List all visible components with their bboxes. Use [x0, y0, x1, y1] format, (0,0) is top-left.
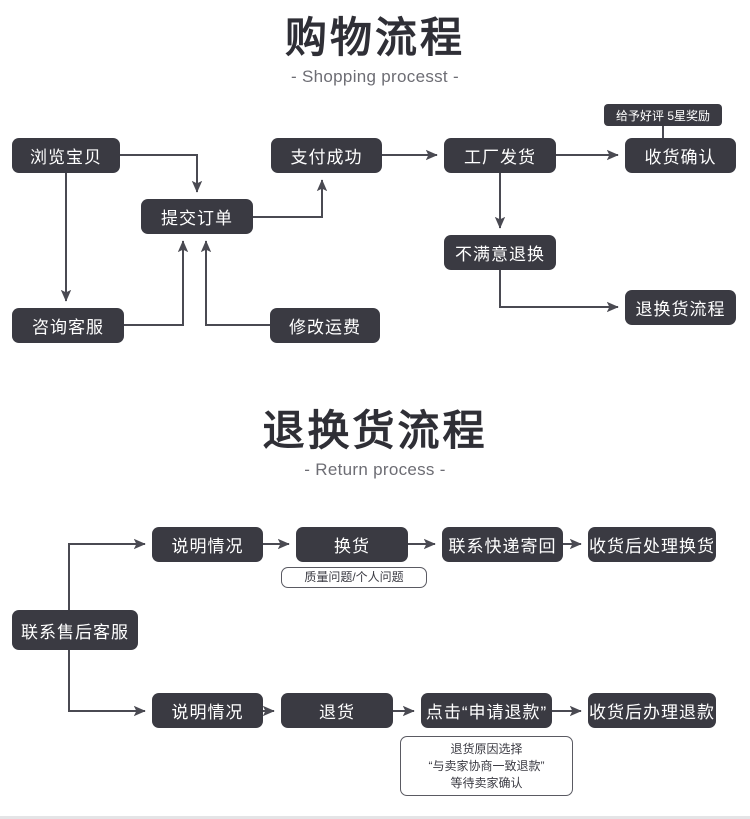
node-explain-situation-exchange[interactable]: 说明情况: [152, 527, 263, 562]
node-process-exchange-after-receipt[interactable]: 收货后处理换货: [588, 527, 716, 562]
node-modify-shipping-fee[interactable]: 修改运费: [270, 308, 380, 343]
return-title-cn: 退换货流程: [262, 407, 488, 454]
return-title-en: - Return process -: [304, 460, 446, 479]
node-payment-success[interactable]: 支付成功: [271, 138, 382, 173]
shopping-title-block: 购物流程 - Shopping processt -: [0, 12, 750, 90]
bottom-divider: [0, 816, 750, 819]
note-quality-or-personal-issue: 质量问题/个人问题: [281, 567, 427, 588]
shopping-title-cn: 购物流程: [284, 14, 465, 61]
node-explain-situation-refund[interactable]: 说明情况: [152, 693, 263, 728]
node-process-refund-after-receipt[interactable]: 收货后办理退款: [588, 693, 716, 728]
node-contact-aftersales[interactable]: 联系售后客服: [12, 610, 138, 650]
node-click-apply-refund[interactable]: 点击“申请退款”: [421, 693, 552, 728]
node-return-goods[interactable]: 退货: [281, 693, 393, 728]
node-contact-courier-return[interactable]: 联系快递寄回: [442, 527, 563, 562]
node-submit-order[interactable]: 提交订单: [141, 199, 253, 234]
node-factory-ship[interactable]: 工厂发货: [444, 138, 556, 173]
shopping-title-en: - Shopping processt -: [291, 67, 459, 86]
node-browse[interactable]: 浏览宝贝: [12, 138, 120, 173]
badge-five-star-reward[interactable]: 给予好评 5星奖励: [604, 104, 722, 126]
return-title-block: 退换货流程 - Return process -: [0, 405, 750, 483]
node-return-exchange-process[interactable]: 退换货流程: [625, 290, 736, 325]
node-contact-support[interactable]: 咨询客服: [12, 308, 124, 343]
note-refund-reason: 退货原因选择 “与卖家协商一致退款” 等待卖家确认: [400, 736, 573, 796]
node-exchange[interactable]: 换货: [296, 527, 408, 562]
node-unsatisfied-return[interactable]: 不满意退换: [444, 235, 556, 270]
node-confirm-receipt[interactable]: 收货确认: [625, 138, 736, 173]
